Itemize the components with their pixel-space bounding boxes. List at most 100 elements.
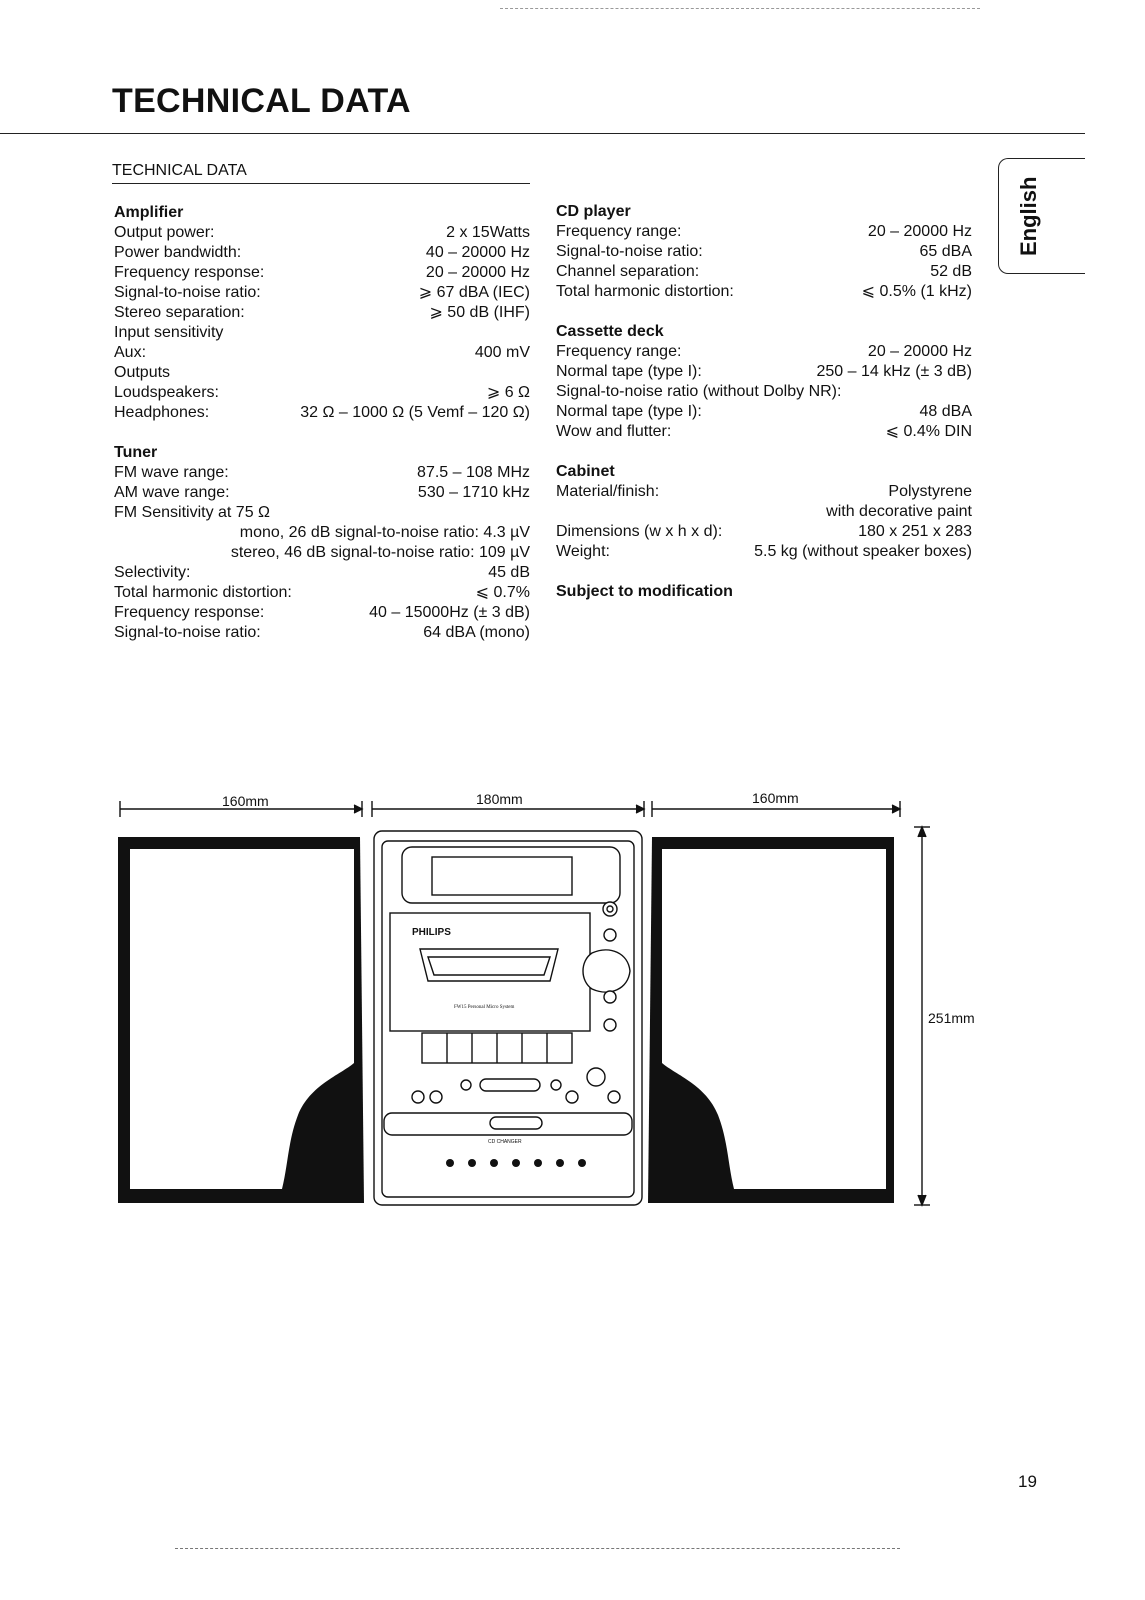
dimension-label-right: 160mm [752, 790, 799, 806]
title-divider [0, 133, 1085, 134]
spec-row: Input sensitivity [114, 323, 530, 343]
dimension-label-center: 180mm [476, 791, 523, 807]
spec-label: Dimensions (w x h x d): [556, 523, 723, 540]
spec-value: 87.5 – 108 MHz [417, 464, 530, 481]
spec-row: Material/finish: Polystyrene [556, 482, 972, 502]
disc-selector-buttons [446, 1159, 586, 1167]
dimension-label-left: 160mm [222, 793, 269, 809]
spec-value: ⩾ 67 dBA (IEC) [418, 284, 530, 301]
section-divider [112, 183, 530, 184]
spec-label: Output power: [114, 224, 215, 241]
spec-value: ⩽ 0.4% DIN [885, 423, 972, 440]
spec-value: ⩾ 50 dB (IHF) [429, 304, 530, 321]
changer-text: CD CHANGER [488, 1139, 522, 1145]
spec-value: ⩾ 6 Ω [486, 384, 530, 401]
spec-value: 64 dBA (mono) [423, 624, 530, 641]
spec-value: 400 mV [474, 344, 530, 361]
spec-label: Frequency range: [556, 223, 682, 240]
spec-heading: Cabinet [556, 462, 972, 482]
spec-row: AM wave range:530 – 1710 kHz [114, 483, 530, 503]
spec-label: Cabinet [556, 463, 615, 480]
spec-label: Tuner [114, 444, 158, 461]
spec-label: Cassette deck [556, 323, 664, 340]
spec-label: Normal tape (type I): [556, 403, 702, 420]
spec-value: with decorative paint [826, 503, 972, 520]
spec-row: FM Sensitivity at 75 Ω [114, 503, 530, 523]
spec-row: Frequency response: 40 – 15000Hz (± 3 dB) [114, 603, 530, 623]
spec-value: mono, 26 dB signal-to-noise ratio: 4.3 µ… [239, 524, 530, 541]
spec-row: Signal-to-noise ratio: ⩾ 67 dBA (IEC) [114, 283, 530, 303]
spec-label: Outputs [114, 364, 171, 381]
spec-row: Weight:5.5 kg (without speaker boxes) [556, 542, 972, 562]
spec-label: Frequency range: [556, 343, 682, 360]
dimension-label-height: 251mm [928, 1010, 975, 1026]
spec-row: Frequency range:20 – 20000 Hz [556, 222, 972, 242]
spec-value: 52 dB [930, 263, 972, 280]
scan-artifact-top [500, 8, 980, 9]
spec-row: Headphones: 32 Ω – 1000 Ω (5 Vemf – 120 Ω… [114, 403, 530, 423]
spec-label: Material/finish: [556, 483, 660, 500]
scan-artifact-bottom [175, 1548, 900, 1549]
spec-row: Output power: 2 x 15Watts [114, 223, 530, 243]
spec-value: 48 dBA [919, 403, 972, 420]
spec-spacer [556, 442, 972, 462]
page-number: 19 [1018, 1472, 1037, 1491]
spec-row: Outputs [114, 363, 530, 383]
main-unit [373, 830, 643, 1206]
spec-row: Signal-to-noise ratio: 65 dBA [556, 242, 972, 262]
spec-label: FM wave range: [114, 464, 229, 481]
spec-row: Wow and flutter:⩽ 0.4% DIN [556, 422, 972, 442]
spec-label: Power bandwidth: [114, 244, 242, 261]
spec-row: Power bandwidth: 40 – 20000 Hz [114, 243, 530, 263]
spec-label: Stereo separation: [114, 304, 245, 321]
spec-heading: Amplifier [114, 203, 530, 223]
spec-heading: Cassette deck [556, 322, 972, 342]
spec-value: ⩽ 0.7% [475, 584, 530, 601]
spec-value: 65 dBA [919, 243, 972, 260]
spec-label: Frequency response: [114, 604, 265, 621]
spec-value: Polystyrene [888, 483, 972, 500]
spec-heading: Subject to modification [556, 582, 972, 602]
spec-label: Signal-to-noise ratio: [114, 284, 261, 301]
left-speaker [118, 837, 364, 1203]
spec-spacer [556, 562, 972, 582]
spec-row: mono, 26 dB signal-to-noise ratio: 4.3 µ… [114, 523, 530, 543]
product-dimension-diagram: PHILIPS FW15 Personal Micro System CD CH… [118, 801, 930, 1207]
spec-label: Signal-to-noise ratio: [556, 243, 703, 260]
spec-label: Normal tape (type I): [556, 363, 702, 380]
model-text: FW15 Personal Micro System [454, 1005, 515, 1010]
spec-label: Amplifier [114, 204, 184, 221]
spec-value: 45 dB [488, 564, 530, 581]
spec-label: Total harmonic distortion: [556, 283, 734, 300]
spec-label: Headphones: [114, 404, 210, 421]
spec-label: Subject to modification [556, 583, 733, 600]
spec-value: 530 – 1710 kHz [417, 484, 530, 501]
spec-value: 2 x 15Watts [446, 224, 530, 241]
spec-row: Aux:400 mV [114, 343, 530, 363]
language-tab [998, 158, 1085, 274]
spec-heading: Tuner [114, 443, 530, 463]
spec-value: 32 Ω – 1000 Ω (5 Vemf – 120 Ω) [300, 404, 530, 421]
spec-row: stereo, 46 dB signal-to-noise ratio: 109… [114, 543, 530, 563]
spec-heading: CD player [556, 202, 972, 222]
spec-value: 20 – 20000 Hz [867, 343, 972, 360]
spec-row: Frequency range: 20 – 20000 Hz [556, 342, 972, 362]
spec-label: Loudspeakers: [114, 384, 219, 401]
spec-label: Selectivity: [114, 564, 191, 581]
spec-label: Input sensitivity [114, 324, 224, 341]
spec-row: Signal-to-noise ratio:64 dBA (mono) [114, 623, 530, 643]
spec-label: Signal-to-noise ratio (without Dolby NR)… [556, 383, 842, 400]
spec-row: Total harmonic distortion:⩽ 0.5% (1 kHz) [556, 282, 972, 302]
spec-label: Weight: [556, 543, 610, 560]
spec-row: Signal-to-noise ratio (without Dolby NR)… [556, 382, 972, 402]
spec-value: 40 – 20000 Hz [425, 244, 530, 261]
spec-row: Channel separation:52 dB [556, 262, 972, 282]
page-title: TECHNICAL DATA [112, 82, 411, 120]
spec-label: Total harmonic distortion: [114, 584, 292, 601]
right-speaker [648, 837, 894, 1203]
spec-row: Selectivity: 45 dB [114, 563, 530, 583]
spec-spacer [556, 302, 972, 322]
spec-value: 40 – 15000Hz (± 3 dB) [369, 604, 530, 621]
spec-value: 20 – 20000 Hz [425, 264, 530, 281]
